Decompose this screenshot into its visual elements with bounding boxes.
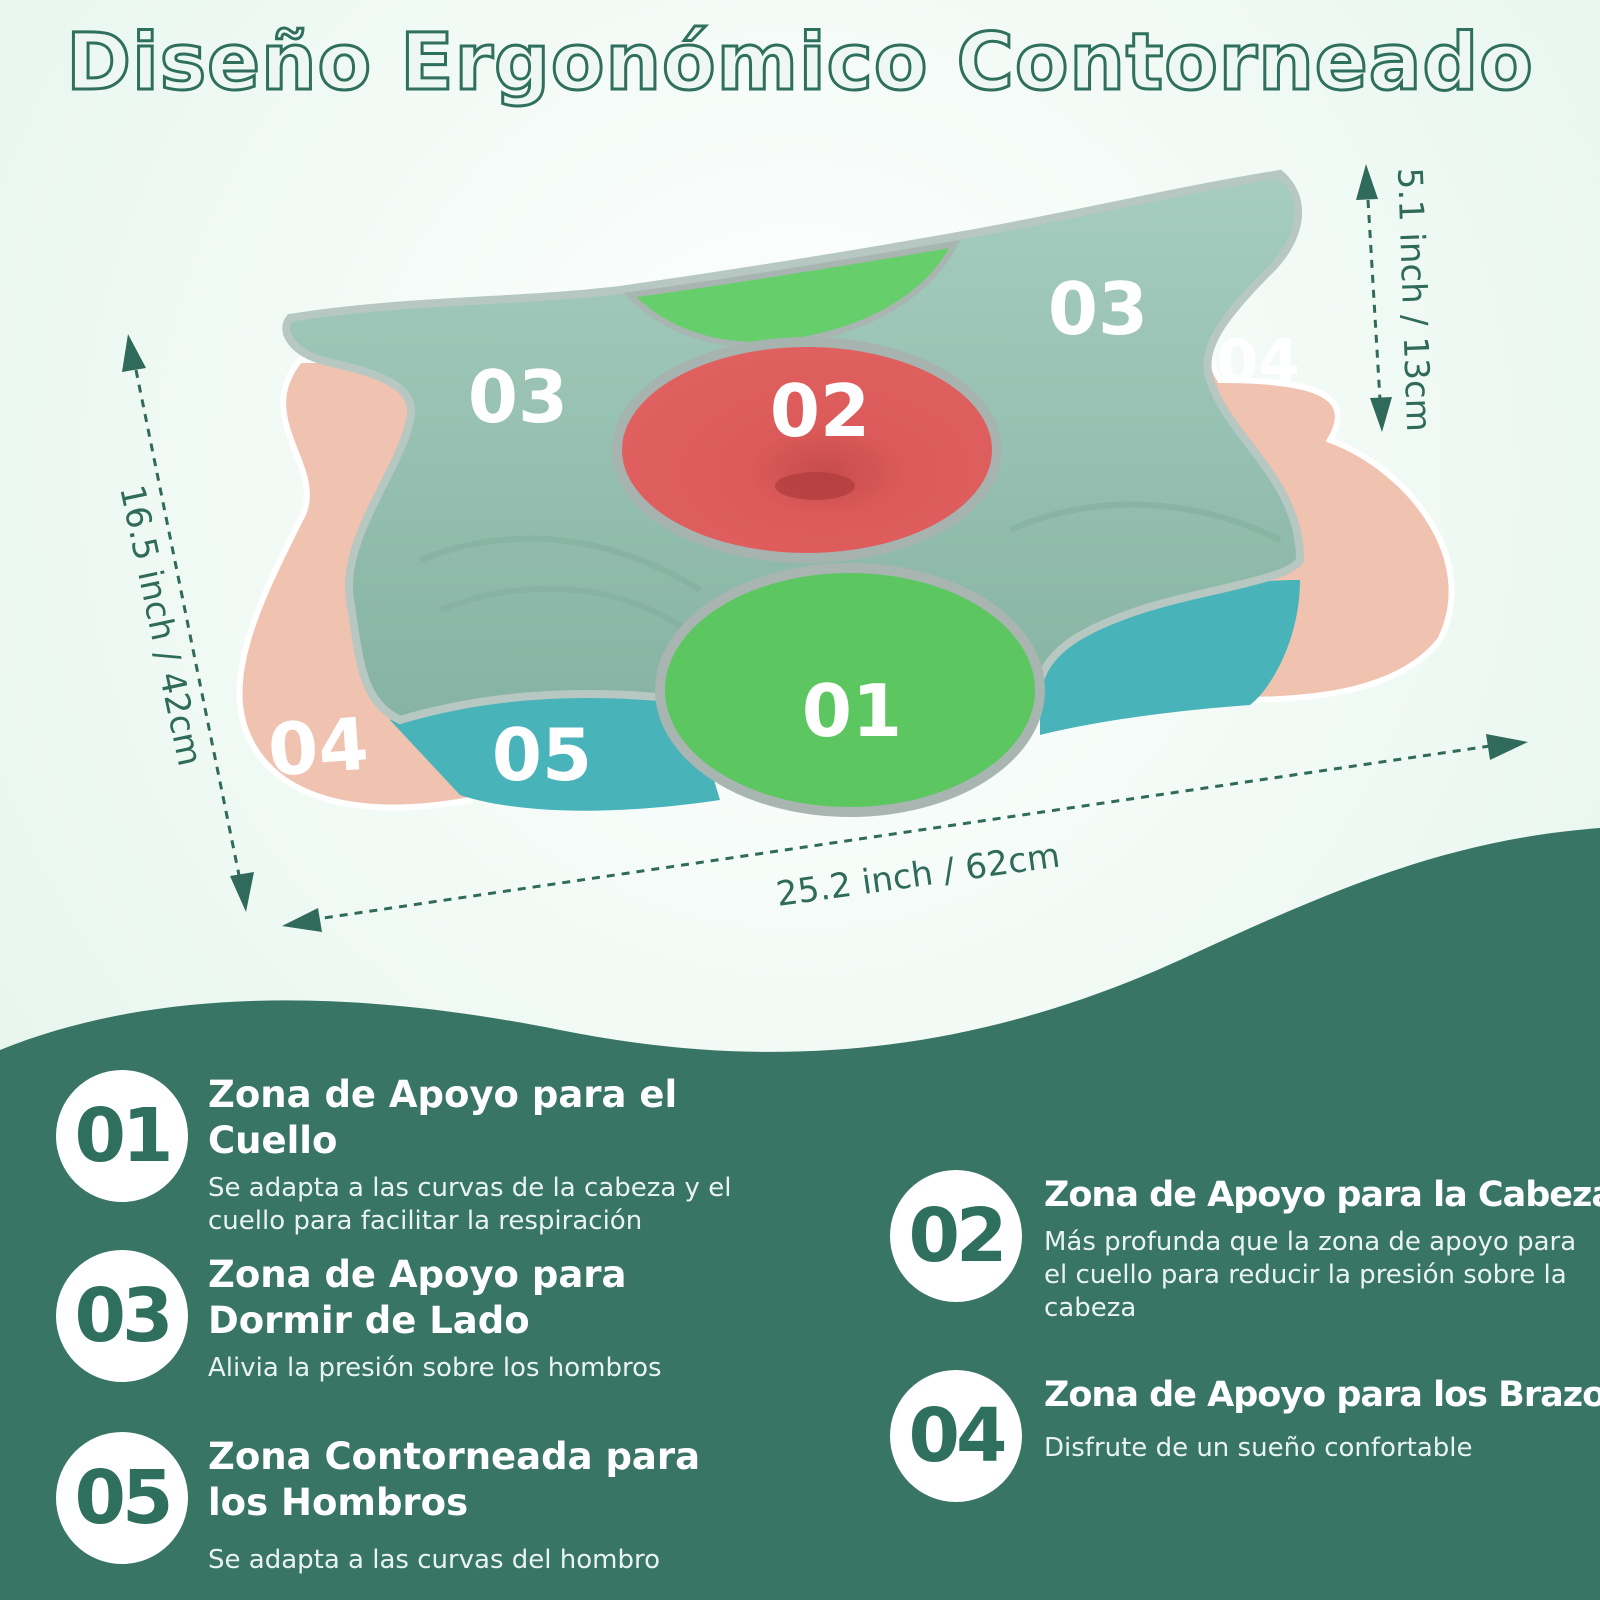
width-dimension [282, 734, 1528, 932]
feature-badge-05: 05 [56, 1432, 188, 1564]
feature-title-04: Zona de Apoyo para los Brazos [1044, 1375, 1600, 1415]
feature-desc-03: Alivia la presión sobre los hombros [208, 1353, 662, 1383]
height-dimension-label: 5.1 inch / 13cm [1389, 167, 1438, 433]
neck-zone-bottom [655, 563, 1045, 817]
height-dimension [1356, 164, 1392, 432]
zone-label-01: 01 [802, 669, 902, 753]
feature-title-01: Zona de Apoyo para el Cuello [208, 1073, 678, 1162]
feature-title-03: Zona de Apoyo para Dormir de Lado [208, 1253, 627, 1342]
feature-desc-04: Disfrute de un sueño confortable [1044, 1433, 1473, 1463]
page-title: Diseño Ergonómico Contorneado [65, 17, 1535, 110]
head-zone [612, 337, 1002, 563]
zone-label-04-left: 04 [265, 702, 371, 793]
feature-title-05: Zona Contorneada para los Hombros [208, 1435, 701, 1524]
depth-dimension [122, 334, 254, 912]
feature-badge-02: 02 [890, 1170, 1022, 1302]
info-panel [0, 828, 1600, 1600]
zone-label-03-right: 03 [1048, 267, 1148, 351]
zone-label-04-right: 04 [1216, 327, 1300, 397]
zone-label-05: 05 [492, 713, 592, 797]
feature-badge-01: 01 [56, 1070, 188, 1202]
zone-label-03-left: 03 [468, 355, 568, 439]
feature-title-02: Zona de Apoyo para la Cabeza [1044, 1175, 1600, 1215]
feature-desc-05: Se adapta a las curvas del hombro [208, 1545, 661, 1575]
feature-desc-02: Más profunda que la zona de apoyo para e… [1044, 1227, 1577, 1323]
feature-badge-03: 03 [56, 1250, 188, 1382]
zone-label-02: 02 [770, 369, 870, 453]
feature-desc-01: Se adapta a las curvas de la cabeza y el… [208, 1173, 732, 1236]
shoulder-zone-left [390, 689, 720, 811]
neck-zone-top [623, 240, 961, 349]
feature-badge-04: 04 [890, 1370, 1022, 1502]
